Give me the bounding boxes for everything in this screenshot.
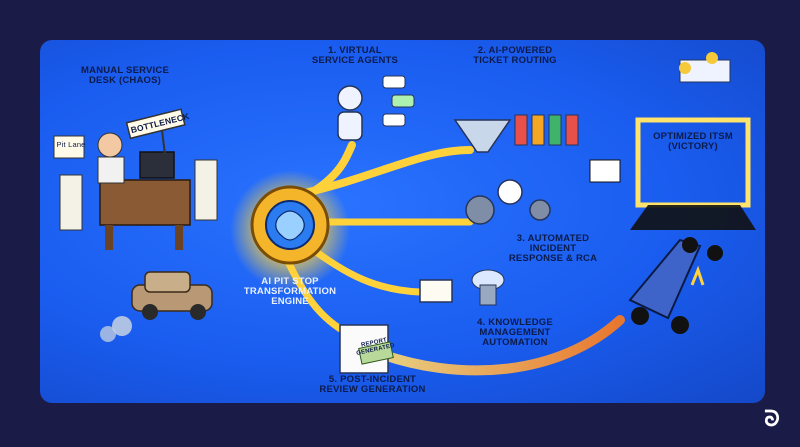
incident-response-label: 3. AUTOMATED INCIDENT RESPONSE & RCA [508,233,598,264]
manual-desk-scene [53,108,218,250]
illustration-canvas: MANUAL SERVICE DESK (CHAOS) BOTTLENECK P… [40,40,765,403]
victory-scene [589,52,756,230]
report-doc [339,324,394,374]
old-car [100,271,213,342]
optimized-itsm-label: OPTIMIZED ITSM (VICTORY) [653,131,733,152]
routing-funnel [453,114,579,153]
engine-label: AI PIT STOP TRANSFORMATION ENGINE [243,276,337,307]
incident-gears [465,179,551,225]
pit-lane-sign: Pit Lane [56,140,86,149]
knowledge-label: 4. KNOWLEDGE MANAGEMENT AUTOMATION [477,317,553,348]
post-incident-label: 5. POST-INCIDENT REVIEW GENERATION [319,374,426,395]
engine-gear [230,170,350,290]
ticket-routing-label: 2. AI-POWERED TICKET ROUTING [473,45,557,66]
race-car [628,237,723,334]
brand-logo-icon: ᘐ [764,406,780,431]
knowledge-icons [419,269,505,306]
virtual-agents-label: 1. VIRTUAL SERVICE AGENTS [311,45,399,66]
manual-desk-label: MANUAL SERVICE DESK (CHAOS) [81,65,169,86]
infographic-svg [53,52,756,376]
robot-agent [337,75,415,141]
